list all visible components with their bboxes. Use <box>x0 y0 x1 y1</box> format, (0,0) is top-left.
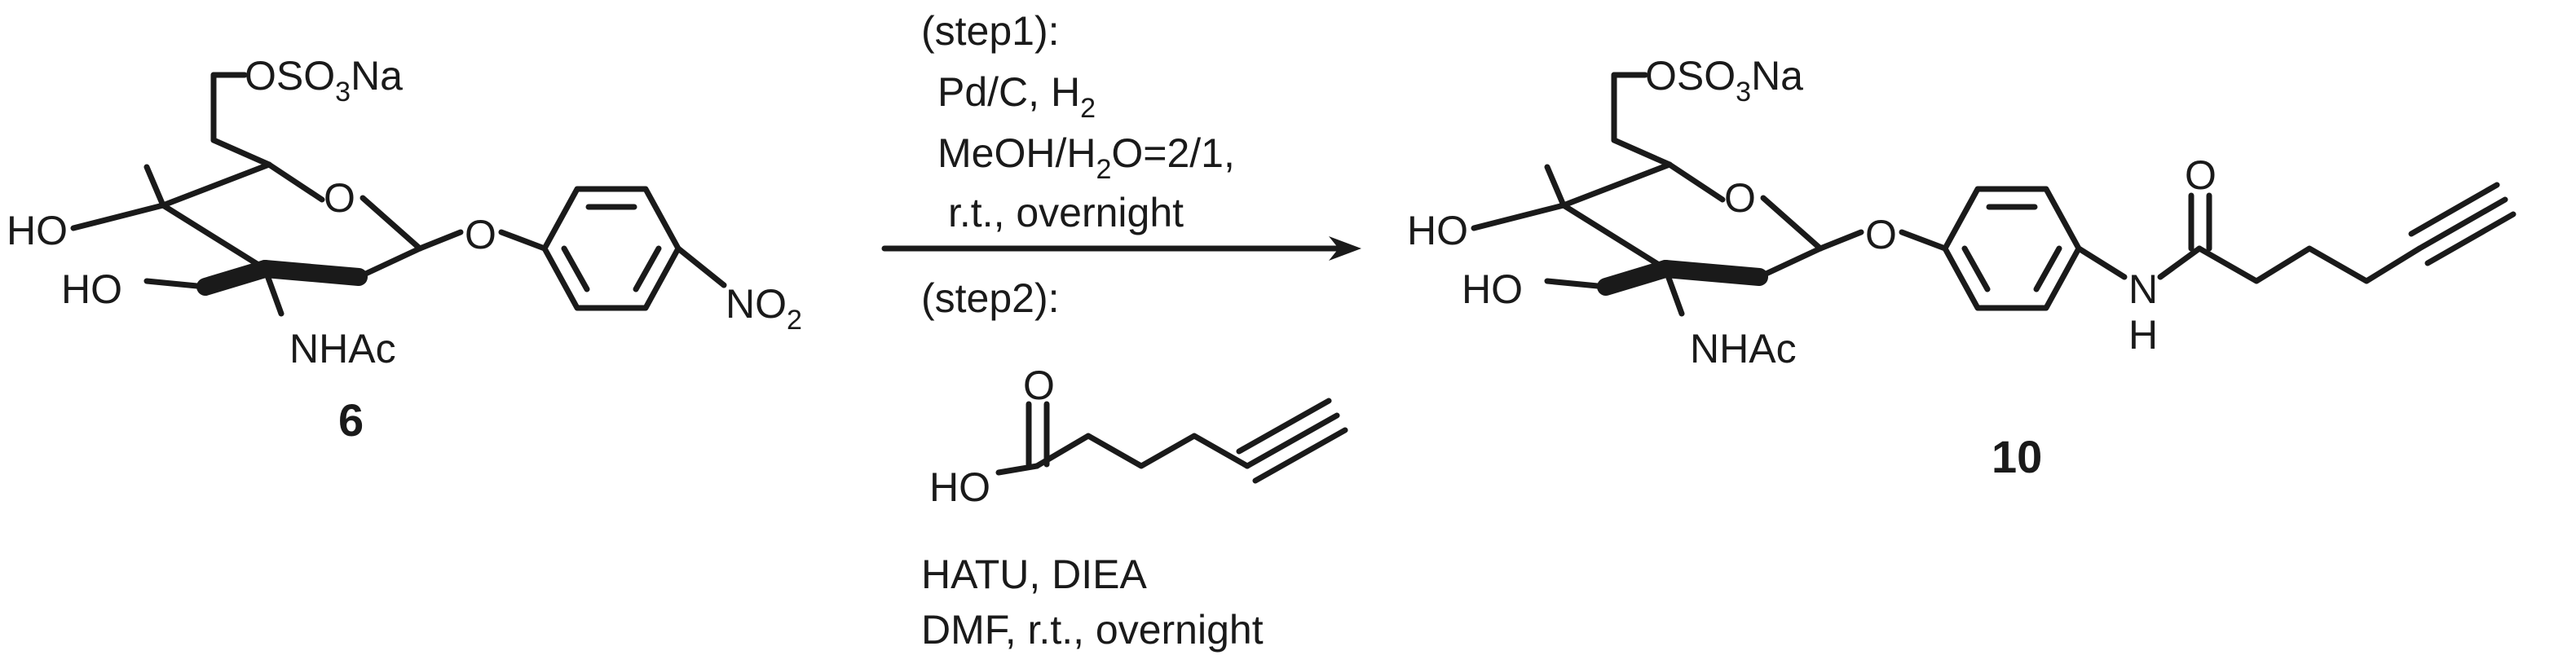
ho-label-1: HO <box>1407 208 1468 253</box>
ho-label-2: HO <box>61 266 122 312</box>
ch2-bond <box>210 137 272 168</box>
ring-bond-bold <box>196 260 274 296</box>
ring-oxygen: O <box>1724 175 1756 221</box>
ho-bond <box>1544 278 1609 290</box>
ring-oxygen: O <box>324 175 355 221</box>
step2-line1: HATU, DIEA <box>921 552 1148 597</box>
reagent-oxygen: O <box>1023 363 1055 408</box>
sulfate-label: OSO3Na <box>245 53 403 108</box>
ring-bond <box>160 202 268 272</box>
acid-chain <box>995 463 1040 476</box>
ring-bond <box>160 161 272 209</box>
ring-bond <box>1560 161 1673 209</box>
ring-bond <box>1560 202 1669 272</box>
ho-bond <box>1544 164 1567 209</box>
compound-6: OSO3Na O HO HO NHAc O NO2 6 <box>7 53 802 446</box>
step1-line3: r.t., overnight <box>948 190 1184 235</box>
ether-oxygen: O <box>465 212 496 257</box>
benzene-double <box>633 245 662 292</box>
sulfate-label: OSO3Na <box>1645 53 1803 108</box>
step2-line2: DMF, r.t., overnight <box>921 607 1264 653</box>
glycoside-bond <box>417 229 464 252</box>
amide-bond <box>2075 245 2128 280</box>
benzene-double <box>2033 245 2062 292</box>
ho-bond <box>143 164 166 209</box>
ho-label-2: HO <box>1462 266 1523 312</box>
ring-bond-bold <box>1656 260 1768 286</box>
ring-bond <box>266 161 325 203</box>
compound-number-10: 10 <box>1992 431 2042 482</box>
alkyne-bond <box>1244 412 1340 469</box>
compound-10: OSO3Na O HO HO NHAc O O N H 10 <box>1407 53 2516 482</box>
compound-number-6: 6 <box>338 394 364 446</box>
reaction-arrow <box>881 236 1361 261</box>
reaction-conditions: (step1): Pd/C, H2 MeOH/H2O=2/1, r.t., ov… <box>921 8 1348 653</box>
benzene-double <box>561 245 590 292</box>
nitro-bond <box>675 245 727 288</box>
alkyne-bond <box>2408 182 2500 237</box>
alkyne-bond <box>1252 427 1348 484</box>
amide-hydrogen: H <box>2128 312 2158 358</box>
nhac-label: NHAc <box>289 326 396 371</box>
ho-label-1: HO <box>7 208 68 253</box>
glycoside-bond <box>1817 229 1864 252</box>
ring-bond <box>1760 195 1824 252</box>
ether-oxygen: O <box>1865 212 1897 257</box>
nhac-bond <box>262 266 285 317</box>
nhac-label: NHAc <box>1690 326 1797 371</box>
amide-bond <box>2157 245 2203 280</box>
ring-bond <box>355 245 423 280</box>
hexynoic-acid-structure: O HO <box>929 363 1348 510</box>
acid-chain <box>1034 433 1251 469</box>
ho-bond <box>70 202 166 231</box>
step2-header: (step2): <box>921 275 1060 321</box>
arrow-head <box>1329 236 1361 261</box>
alkyne-bond <box>2416 196 2508 252</box>
nhac-bond <box>1662 266 1685 317</box>
step1-line2: MeOH/H2O=2/1, <box>937 130 1235 185</box>
glycoside-bond <box>1899 229 1948 252</box>
glycoside-bond <box>498 229 548 252</box>
step1-header: (step1): <box>921 8 1060 54</box>
ring-bond <box>1666 161 1726 203</box>
hexynyl-chain <box>2196 245 2423 284</box>
nitro-label: NO2 <box>726 281 802 336</box>
ho-bond <box>143 278 209 290</box>
amide-nitrogen: N <box>2128 266 2158 312</box>
benzene-double <box>1961 245 1991 292</box>
ring-bond-bold <box>1597 260 1674 296</box>
alkyne-bond <box>1236 398 1332 455</box>
ring-bond <box>1756 245 1824 280</box>
step1-line1: Pd/C, H2 <box>937 69 1096 124</box>
ch2-bond <box>1611 137 1673 168</box>
ring-bond-bold <box>256 260 368 286</box>
alkyne-bond <box>2424 211 2516 266</box>
ho-bond <box>1471 202 1567 231</box>
amide-oxygen: O <box>2185 152 2217 198</box>
ring-bond <box>359 195 423 252</box>
reagent-ho: HO <box>929 464 990 510</box>
